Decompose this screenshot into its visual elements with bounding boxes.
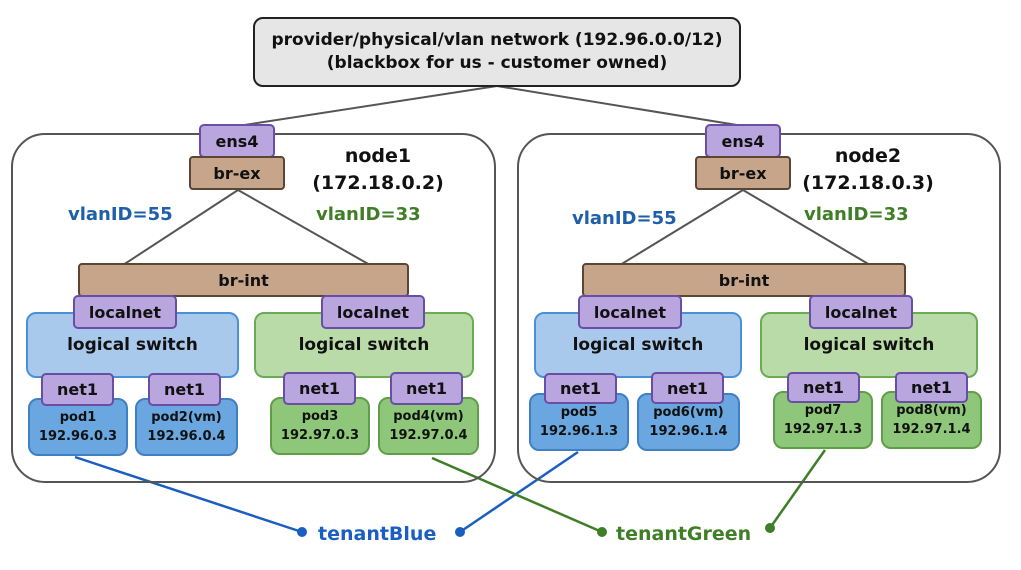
pod-net1-port: net1	[283, 372, 356, 405]
bridge-br-ex: br-ex	[695, 156, 791, 190]
provider-network-title: provider/physical/vlan network (192.96.0…	[271, 30, 723, 50]
pod-ip: 192.97.1.4	[892, 422, 971, 437]
vlan-label-55: vlanID=55	[68, 203, 173, 225]
node-ip: (172.18.0.3)	[802, 172, 934, 194]
uplink-node1	[237, 85, 498, 127]
localnet-port: localnet	[809, 295, 913, 329]
provider-network-box: provider/physical/vlan network (192.96.0…	[253, 17, 741, 87]
localnet-port: localnet	[321, 295, 425, 329]
pod-ip: 192.96.0.3	[38, 429, 118, 444]
tenant-blue-dot-right	[455, 527, 465, 537]
bridge-br-ex: br-ex	[189, 156, 285, 190]
vlan33-link-node1	[237, 189, 371, 266]
node-name: node1	[344, 145, 412, 167]
nic-ens4: ens4	[705, 124, 781, 158]
pod-name: pod3	[301, 409, 339, 424]
pod-card: pod1 192.96.0.3	[28, 398, 128, 456]
pod-net1-port: net1	[148, 373, 221, 406]
pod-card: pod4(vm) 192.97.0.4	[378, 397, 479, 455]
vlan55-link-node2	[619, 189, 744, 266]
pod-name: pod4(vm)	[393, 409, 464, 424]
tenant-green-link-pod4	[431, 456, 603, 534]
tenant-blue-label: tenantBlue	[318, 523, 437, 545]
pod-ip: 192.97.0.3	[280, 428, 360, 443]
tenant-green-dot-right	[765, 523, 775, 533]
pod-ip: 192.97.1.3	[783, 422, 863, 437]
tenant-green-dot-left	[597, 527, 607, 537]
bridge-br-int: br-int	[78, 263, 409, 297]
pod-ip: 192.96.0.4	[147, 429, 226, 444]
nic-ens4: ens4	[199, 124, 275, 158]
uplink-node2	[496, 85, 744, 127]
node1-title: node1 (172.18.0.2)	[312, 143, 444, 199]
provider-network-subtitle: (blackbox for us - customer owned)	[326, 53, 668, 73]
pod-ip: 192.96.1.4	[649, 424, 728, 439]
pod-net1-port: net1	[787, 372, 860, 403]
pod-name: pod2(vm)	[151, 410, 222, 425]
localnet-port: localnet	[578, 295, 682, 329]
pod-name: pod5	[560, 405, 598, 420]
localnet-port: localnet	[73, 295, 177, 329]
pod-card: pod3 192.97.0.3	[270, 397, 370, 455]
tenant-blue-dot-left	[297, 527, 307, 537]
vlan-label-55: vlanID=55	[572, 207, 677, 229]
logical-switch-green: logical switch	[760, 312, 978, 378]
pod-net1-port: net1	[544, 373, 617, 404]
pod-card: pod2(vm) 192.96.0.4	[135, 398, 238, 456]
pod-ip: 192.97.0.4	[389, 428, 468, 443]
node-ip: (172.18.0.2)	[312, 172, 444, 194]
node2-title: node2 (172.18.0.3)	[802, 143, 934, 199]
tenant-green-link-pod7	[768, 449, 827, 529]
pod-name: pod6(vm)	[653, 405, 724, 420]
tenant-blue-link-pod1	[74, 455, 303, 534]
pod-name: pod1	[59, 410, 97, 425]
vlan33-link-node2	[742, 189, 871, 266]
vlan-label-33: vlanID=33	[316, 203, 421, 225]
tenant-green-label: tenantGreen	[616, 523, 752, 545]
pod-net1-port: net1	[651, 372, 724, 404]
node-name: node2	[834, 145, 902, 167]
vlan55-link-node1	[122, 189, 239, 266]
pod-net1-port: net1	[390, 372, 463, 405]
pod-name: pod8(vm)	[896, 403, 967, 418]
tenant-blue-link-pod5	[459, 450, 579, 534]
pod-net1-port: net1	[895, 372, 968, 403]
pod-name: pod7	[804, 403, 842, 418]
vlan-label-33: vlanID=33	[804, 203, 909, 225]
bridge-br-int: br-int	[582, 263, 906, 297]
pod-ip: 192.96.1.3	[539, 424, 619, 439]
pod-net1-port: net1	[41, 373, 114, 406]
